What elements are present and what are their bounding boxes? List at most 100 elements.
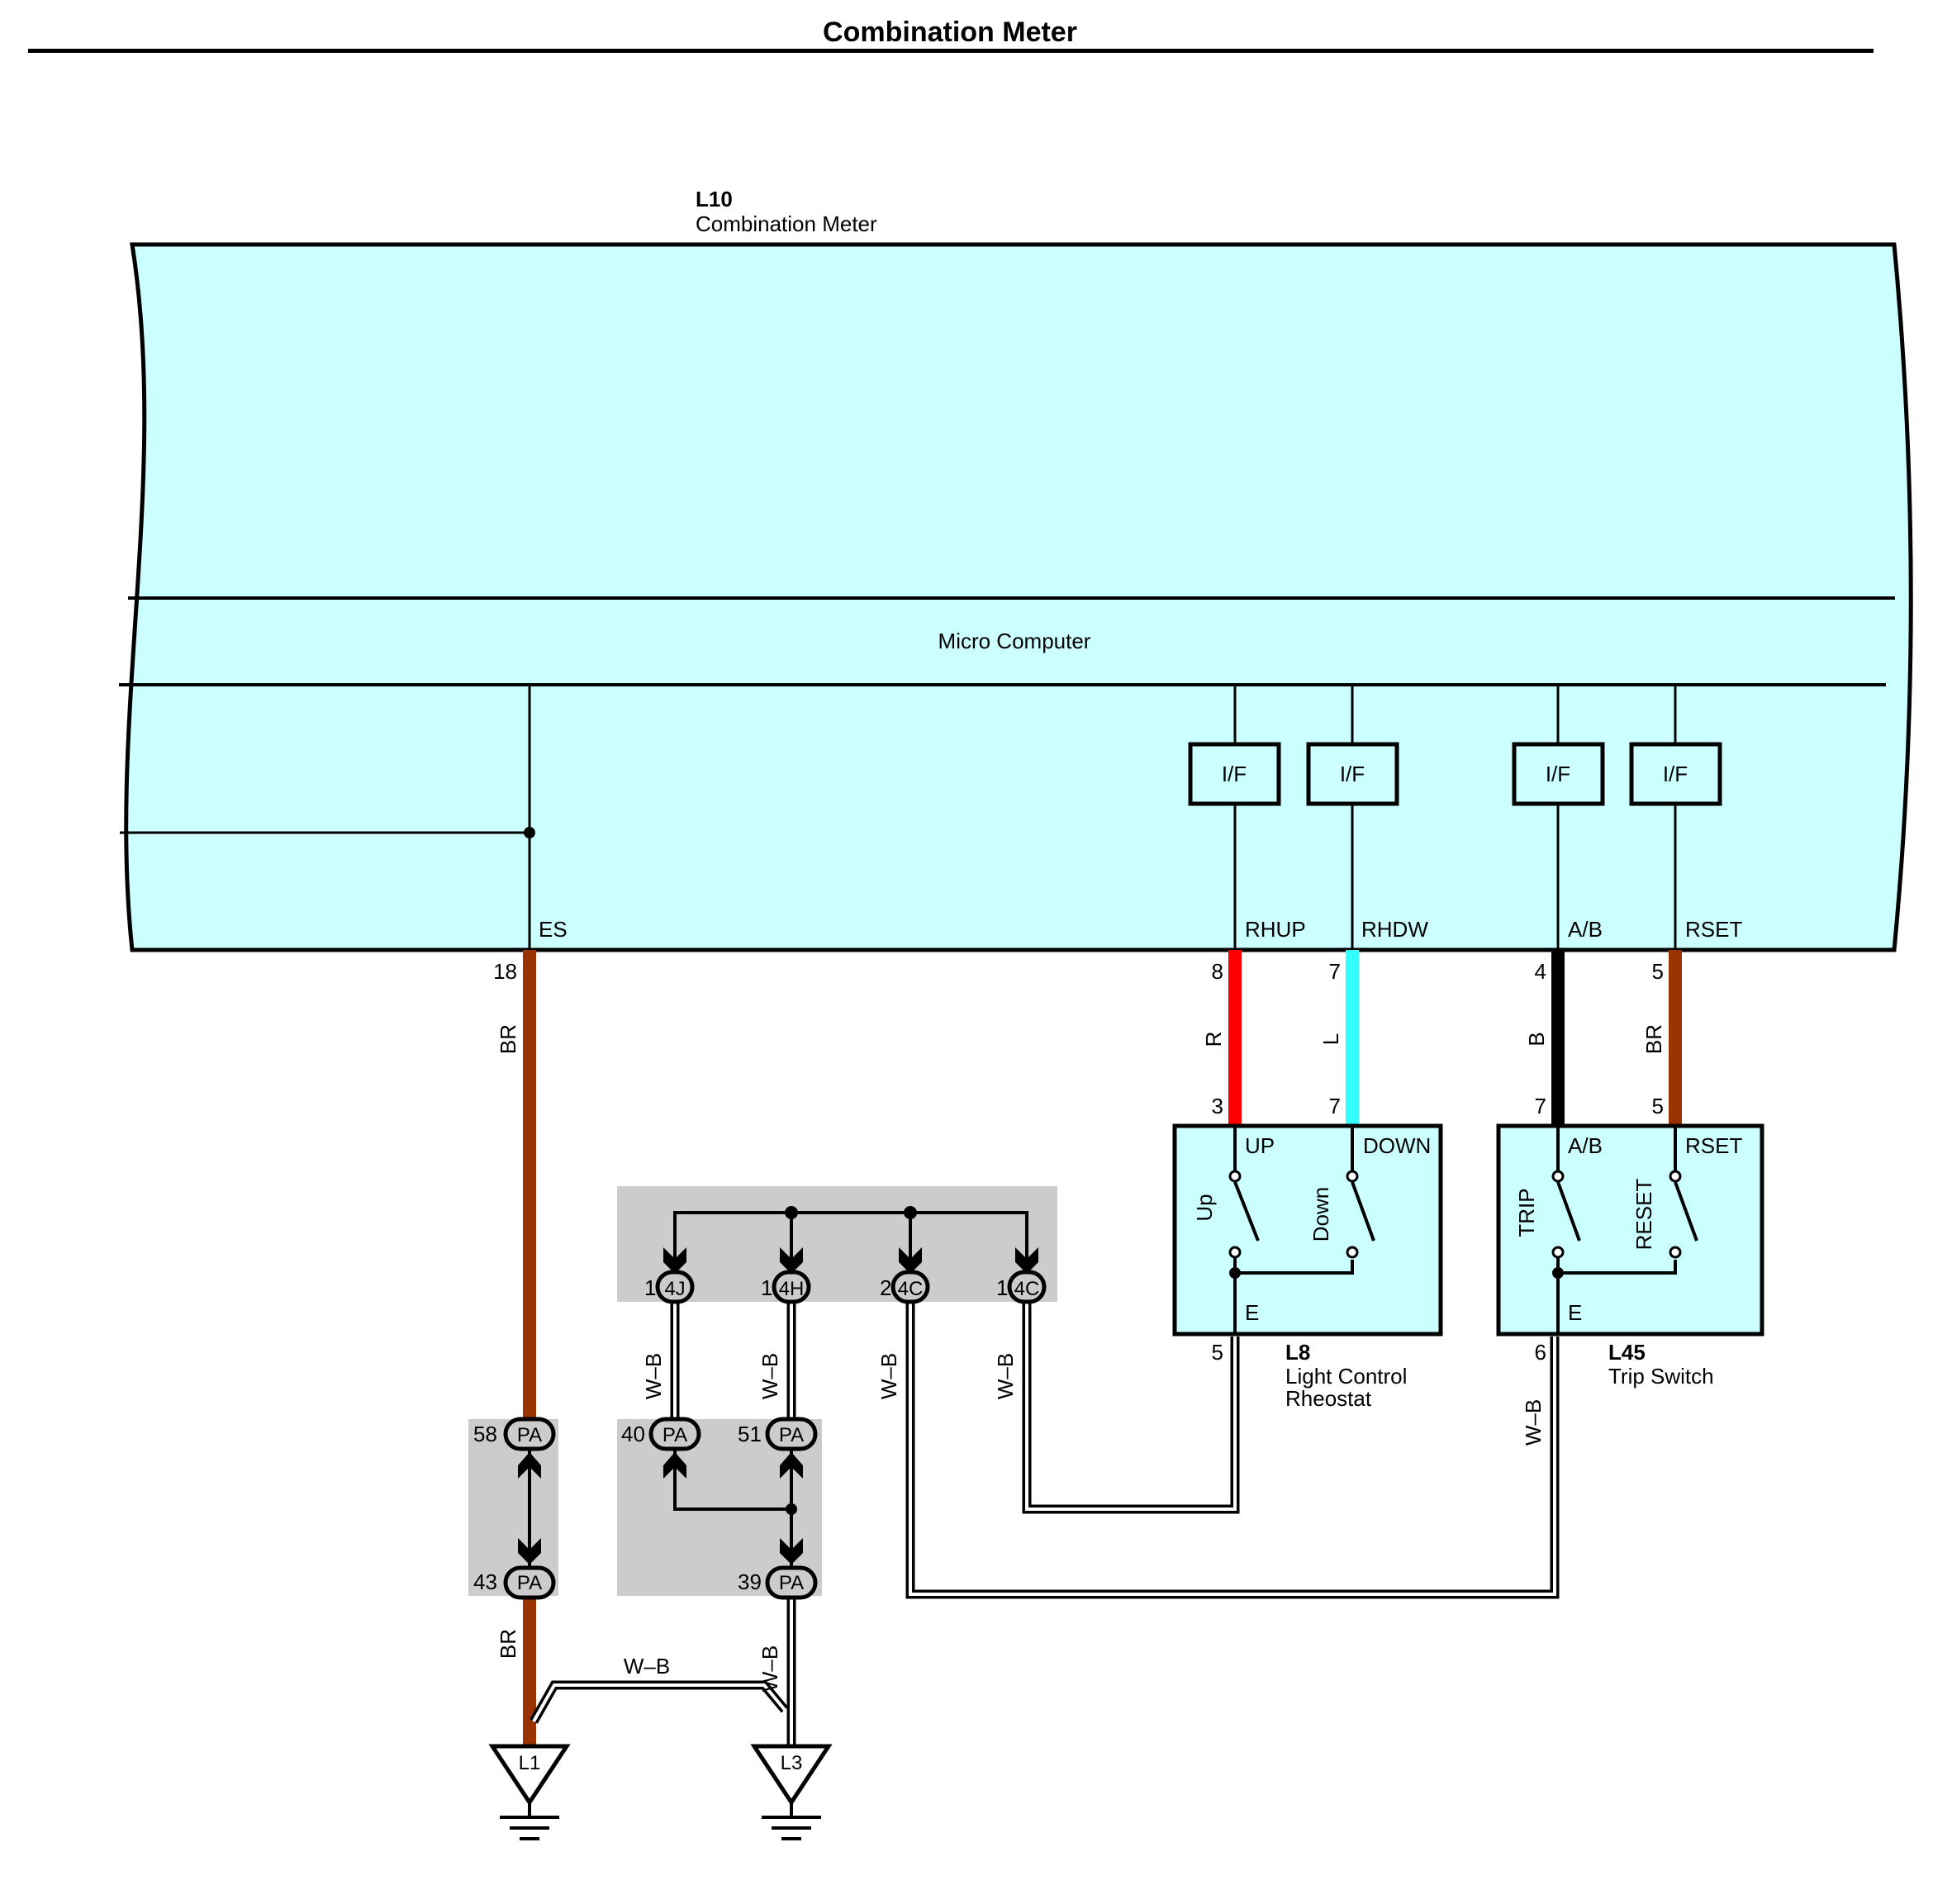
wire-color-labels: BR BR R L B BR W–B W–B W–B W–B W–B W–B W… bbox=[496, 1024, 1666, 1692]
title-rule bbox=[28, 49, 1874, 53]
wire-label-l: L bbox=[1318, 1033, 1343, 1045]
wire-label-br: BR bbox=[1641, 1024, 1666, 1054]
junction-chevrons bbox=[663, 1247, 1038, 1274]
if-box-rhup: I/F bbox=[1188, 742, 1281, 806]
wb-4c2-to-l45 bbox=[905, 1302, 1560, 1599]
wire-label-wb: W–B bbox=[993, 1353, 1018, 1399]
l8-name-line1: Light Control bbox=[1285, 1364, 1407, 1389]
l8-up-label: UP bbox=[1245, 1133, 1275, 1158]
if-label: I/F bbox=[1340, 762, 1365, 786]
pin-numbers: 18 8 7 4 5 3 7 7 5 5 6 bbox=[493, 959, 1664, 1365]
terminal-es: ES bbox=[539, 917, 568, 942]
l8-switch-up-label: Up bbox=[1192, 1194, 1217, 1221]
connector-4c-pin2: 2 4C bbox=[880, 1270, 930, 1304]
l8-id: L8 bbox=[1285, 1340, 1310, 1365]
meter-id: L10 bbox=[696, 187, 733, 211]
ground-label: L3 bbox=[781, 1752, 803, 1774]
connector-name: 4J bbox=[664, 1278, 685, 1300]
wire-label-br: BR bbox=[496, 1024, 520, 1054]
connector-pa-43: 43 PA bbox=[473, 1565, 556, 1600]
connector-pa-58: 58 PA bbox=[473, 1417, 556, 1451]
wire-l bbox=[1346, 950, 1359, 1124]
l8-e-label: E bbox=[1245, 1300, 1259, 1325]
junction-dot bbox=[904, 1206, 917, 1219]
micro-computer-label: Micro Computer bbox=[938, 629, 1091, 653]
pin-l8-down: 7 bbox=[1329, 1094, 1341, 1118]
ground-label: L1 bbox=[519, 1752, 541, 1774]
wire-label-br: BR bbox=[496, 1629, 520, 1659]
wire-label-wb: W–B bbox=[1521, 1399, 1546, 1446]
ground-l3: L3 bbox=[750, 1744, 833, 1840]
pin-es: 18 bbox=[493, 959, 517, 984]
wire-r bbox=[1228, 950, 1242, 1124]
junction-dot bbox=[785, 1206, 798, 1219]
wb-4c1-to-l8 bbox=[1022, 1302, 1240, 1514]
if-box-ab: I/F bbox=[1512, 742, 1605, 806]
wire-br-rset bbox=[1669, 950, 1682, 1124]
if-label: I/F bbox=[1222, 762, 1247, 786]
terminal-rset: RSET bbox=[1685, 917, 1742, 942]
wire-label-wb: W–B bbox=[641, 1353, 666, 1399]
l45-switch-reset-label: RESET bbox=[1631, 1179, 1656, 1251]
if-label: I/F bbox=[1546, 762, 1570, 786]
wire-br-upper bbox=[523, 950, 536, 1436]
wire-label-r: R bbox=[1201, 1032, 1226, 1047]
pa-name: PA bbox=[779, 1424, 804, 1446]
l45-switch-trip-label: TRIP bbox=[1514, 1188, 1539, 1237]
wire-label-wb: W–B bbox=[758, 1645, 782, 1692]
l8-rheostat: UP DOWN E Up Down bbox=[1172, 1123, 1443, 1337]
l45-ab-label: A/B bbox=[1568, 1133, 1603, 1158]
connector-4h: 1 4H bbox=[761, 1270, 811, 1304]
pin-ab: 4 bbox=[1535, 959, 1546, 984]
page-title: Combination Meter bbox=[823, 17, 1077, 48]
l8-name-line2: Rheostat bbox=[1285, 1386, 1372, 1411]
connector-pin: 1 bbox=[996, 1275, 1008, 1300]
connector-pin: 2 bbox=[880, 1275, 891, 1300]
wire-label-wb: W–B bbox=[758, 1353, 782, 1399]
pin-l45-ab: 7 bbox=[1535, 1094, 1546, 1118]
pa-pin: 58 bbox=[473, 1422, 497, 1446]
pin-rhdw: 7 bbox=[1329, 959, 1341, 984]
connector-name: 4H bbox=[779, 1278, 805, 1300]
pin-rhup: 8 bbox=[1212, 959, 1223, 984]
terminal-rhdw: RHDW bbox=[1361, 917, 1428, 942]
pa-name: PA bbox=[517, 1572, 542, 1594]
if-box-rset: I/F bbox=[1629, 742, 1722, 806]
pa-chevrons bbox=[518, 1452, 803, 1565]
if-label: I/F bbox=[1663, 762, 1688, 786]
l45-id: L45 bbox=[1608, 1340, 1646, 1365]
terminal-ab: A/B bbox=[1568, 917, 1603, 942]
l45-trip-switch: A/B RSET E TRIP RESET bbox=[1496, 1123, 1764, 1337]
pa-pin: 39 bbox=[738, 1569, 762, 1594]
connector-4j: 1 4J bbox=[644, 1270, 695, 1304]
pin-l45-rset: 5 bbox=[1652, 1094, 1664, 1118]
l8-switch-down-label: Down bbox=[1308, 1187, 1333, 1242]
wire-br-lower bbox=[523, 1598, 536, 1746]
ground-l1: L1 bbox=[488, 1744, 571, 1840]
wire-label-wb: W–B bbox=[876, 1353, 901, 1399]
pa-pin: 51 bbox=[738, 1422, 762, 1446]
l45-rset-label: RSET bbox=[1685, 1133, 1742, 1158]
pa-pin: 40 bbox=[621, 1422, 645, 1446]
wb-l1-to-l3 bbox=[530, 1680, 789, 1724]
l8-down-label: DOWN bbox=[1363, 1133, 1431, 1158]
pin-l8-e: 5 bbox=[1212, 1340, 1223, 1365]
connector-4c-pin1: 1 4C bbox=[996, 1270, 1047, 1304]
connector-pin: 1 bbox=[761, 1275, 772, 1300]
if-box-rhdw: I/F bbox=[1306, 742, 1399, 806]
terminal-rhup: RHUP bbox=[1245, 917, 1306, 942]
wb-wires bbox=[530, 1302, 1560, 1746]
es-junction-dot bbox=[524, 827, 535, 838]
pin-l45-e: 6 bbox=[1535, 1340, 1546, 1365]
junction-bus bbox=[673, 1211, 1028, 1262]
pa-junction-dot bbox=[786, 1503, 797, 1515]
connector-name: 4C bbox=[898, 1278, 924, 1300]
connector-pa-51: 51 PA bbox=[738, 1417, 818, 1451]
connector-pa-39: 39 PA bbox=[738, 1565, 818, 1600]
connector-pin: 1 bbox=[644, 1275, 656, 1300]
pa-name: PA bbox=[779, 1572, 804, 1594]
if-lines bbox=[1233, 685, 1677, 950]
l45-e-label: E bbox=[1568, 1300, 1582, 1325]
wire-label-wb: W–B bbox=[624, 1654, 670, 1678]
